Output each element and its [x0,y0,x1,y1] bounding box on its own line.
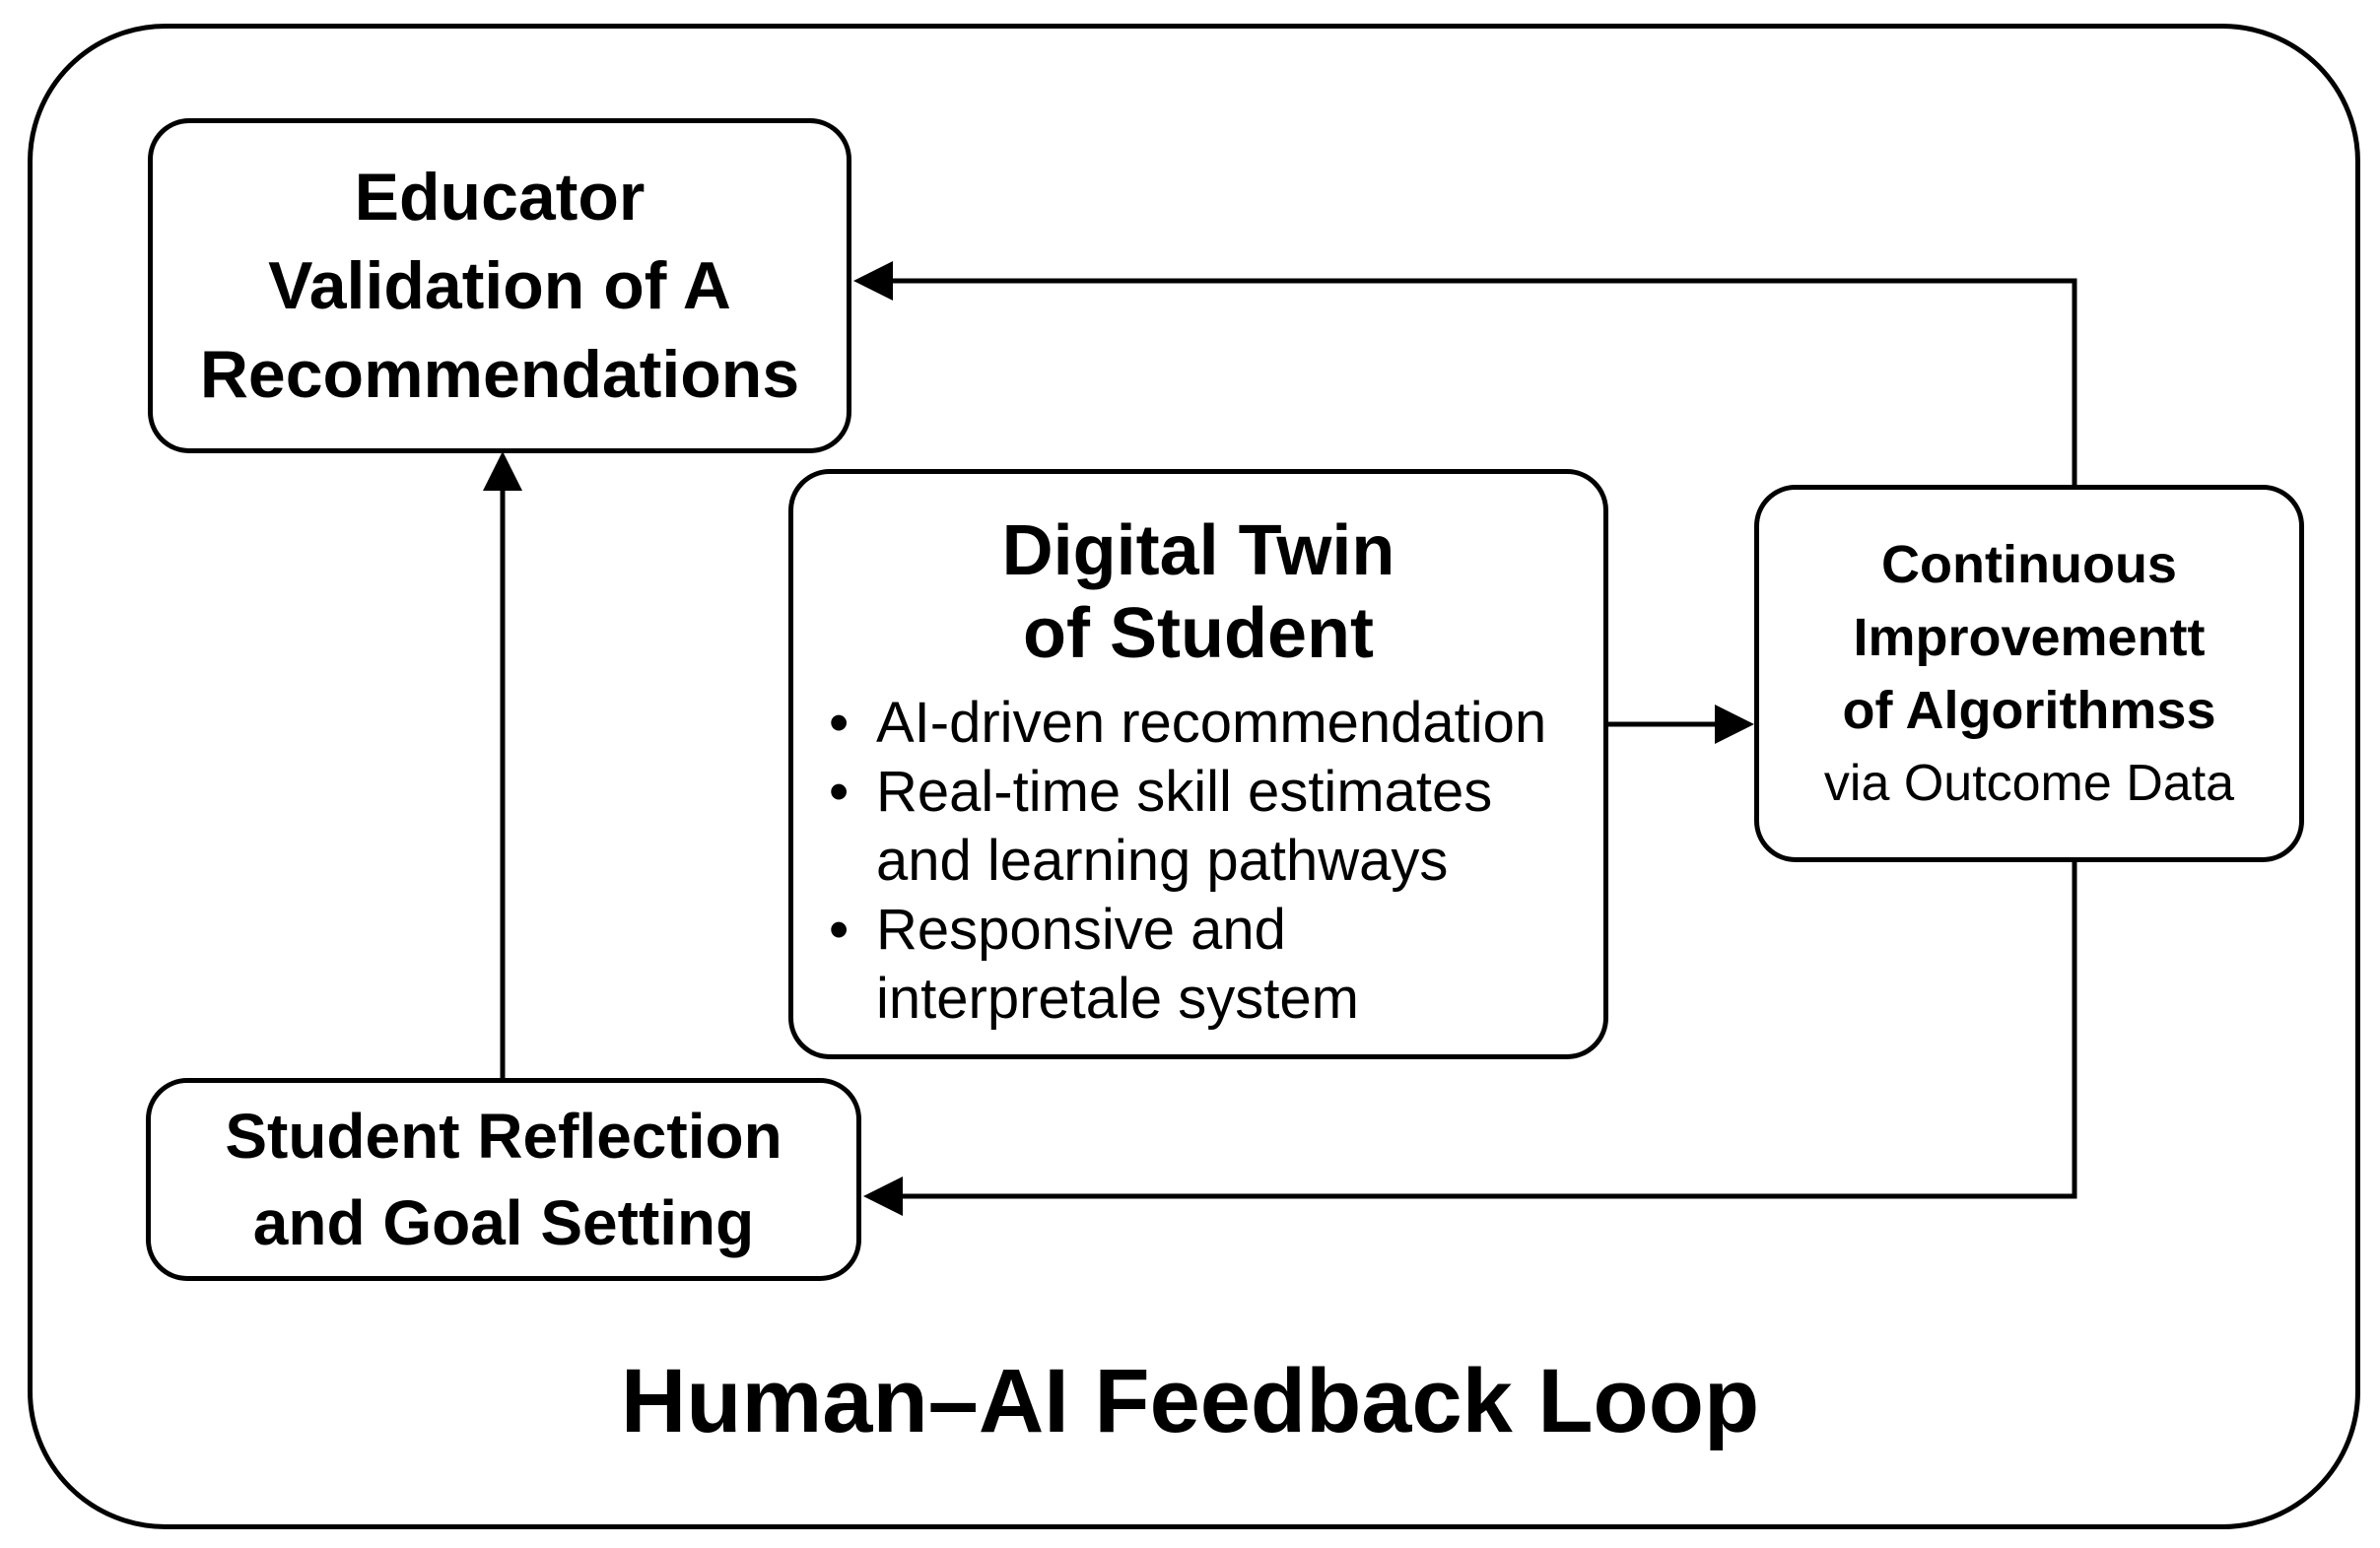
diagram-title: Human–AI Feedback Loop [620,1351,1760,1451]
bullet-text: Real-time skill estimates [876,760,1493,824]
bullet-text: and learning pathways [876,829,1449,893]
educator-validation-line-1: Educator [354,160,646,235]
bullet-dot-icon: • [829,691,850,755]
digital-twin-title-line-2: of Student [1023,594,1374,673]
student-reflection-line-1: Student Reflection [225,1101,782,1172]
arrow-continuous-to-student-line [901,858,2077,1199]
continuous-improvement-line-3: of Algorithmss [1842,680,2216,740]
arrow-digitaltwin-to-continuous-arrowhead [1715,705,1754,744]
bullet-text: interpretale system [876,967,1359,1031]
arrow-continuous-to-student-arrowhead [863,1177,903,1216]
node-student-reflection: Student Reflection and Goal Setting [146,1078,861,1281]
feedback-loop-frame [28,24,2360,1529]
bullet-text: AI-driven recommendation [876,691,1547,755]
continuous-improvement-subtitle: via Outcome Data [1823,754,2235,812]
node-continuous-improvement: Continuous Improvementt of Algorithmss v… [1754,485,2304,862]
bullet-item-responsive: • Responsive and interpretale system [829,896,1546,1034]
bullet-item-ai-driven: • AI-driven recommendation [829,689,1546,758]
educator-validation-line-3: Recommendations [199,337,800,412]
arrow-continuous-to-educator-line [891,278,2077,489]
continuous-improvement-line-2: Improvementt [1853,607,2206,667]
digital-twin-title-line-1: Digital Twin [1001,511,1395,590]
student-reflection-line-2: and Goal Setting [252,1187,755,1258]
bullet-dot-icon: • [829,898,850,962]
node-digital-twin: Digital Twin of Student • AI-driven reco… [788,469,1608,1059]
digital-twin-bullet-list: • AI-driven recommendation • Real-time s… [793,689,1566,1034]
node-educator-validation: Educator Validation of A Recommendations [148,118,851,453]
digital-twin-title: Digital Twin of Student [1002,509,1395,675]
bullet-item-realtime: • Real-time skill estimates and learning… [829,758,1546,896]
bullet-dot-icon: • [829,760,850,824]
arrow-student-to-educator-arrowhead [483,451,522,491]
arrow-continuous-to-educator-arrowhead [853,261,893,301]
continuous-improvement-line-1: Continuous [1881,534,2177,594]
bullet-text: Responsive and [876,898,1286,962]
educator-validation-line-2: Validation of A [268,248,731,323]
